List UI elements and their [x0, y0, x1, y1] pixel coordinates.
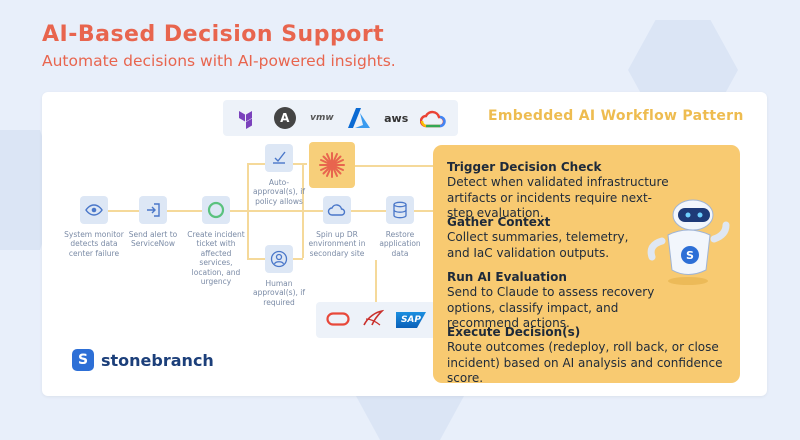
aws-icon: aws: [384, 111, 409, 125]
step-execute-decision: Execute Decision(s) Route outcomes (rede…: [447, 325, 737, 386]
restore-data-label: Restore application data: [379, 230, 421, 258]
gcp-icon: [419, 104, 447, 132]
azure-icon: [345, 104, 373, 132]
step-run-ai-evaluation: Run AI Evaluation Send to Claude to asse…: [447, 270, 687, 331]
auto-approval-node: Auto-approval(s), if policy allows: [253, 144, 305, 206]
flow-connector: [92, 210, 442, 212]
spin-up-dr-node: Spin up DR environment in secondary site: [308, 196, 366, 258]
database-provider-bar: SAP: [316, 302, 436, 338]
step-text: Collect summaries, telemetry, and IaC va…: [447, 230, 629, 260]
sap-icon: SAP: [395, 312, 426, 328]
database-icon: [386, 196, 414, 224]
send-alert-label: Send alert to ServiceNow: [128, 230, 178, 249]
human-approval-node: Human approval(s), if required: [253, 245, 305, 307]
ai-decision-hub: [309, 142, 355, 188]
step-text: Send to Claude to assess recovery option…: [447, 285, 655, 331]
svg-text:S: S: [686, 249, 694, 262]
brand-logo: S stonebranch: [72, 349, 214, 371]
step-trigger-decision-check: Trigger Decision Check Detect when valid…: [447, 160, 672, 221]
auto-approve-icon: [265, 144, 293, 172]
pattern-title: Embedded AI Workflow Pattern: [488, 108, 744, 124]
brand-name: stonebranch: [101, 350, 214, 370]
step-title: Gather Context: [447, 215, 551, 229]
spin-up-dr-label: Spin up DR environment in secondary site: [308, 230, 366, 258]
step-text: Detect when validated infrastructure art…: [447, 175, 669, 221]
person-icon: [265, 245, 293, 273]
step-title: Run AI Evaluation: [447, 270, 567, 284]
cloud-provider-bar: A vmw aws: [223, 100, 458, 136]
cloud-icon: [323, 196, 351, 224]
robot-mascot-icon: S: [638, 195, 733, 290]
step-text: Route outcomes (redeploy, roll back, or …: [447, 340, 723, 386]
flow-connector: [355, 165, 435, 167]
terraform-icon: [234, 104, 262, 132]
ticket-icon: [202, 196, 230, 224]
step-gather-context: Gather Context Collect summaries, teleme…: [447, 215, 632, 261]
step-title: Trigger Decision Check: [447, 160, 602, 174]
vmware-icon: vmw: [310, 113, 334, 123]
login-arrow-icon: [139, 196, 167, 224]
sql-server-icon: [362, 309, 385, 331]
restore-data-node: Restore application data: [374, 196, 426, 258]
create-ticket-node: Create incident ticket with affected ser…: [185, 196, 247, 286]
page-subtitle: Automate decisions with AI-powered insig…: [42, 52, 396, 70]
step-title: Execute Decision(s): [447, 325, 581, 339]
flow-connector: [302, 163, 304, 258]
page-title: AI-Based Decision Support: [42, 22, 385, 47]
ansible-letter: A: [273, 107, 296, 129]
starburst-icon: [319, 152, 345, 178]
auto-approval-label: Auto-approval(s), if policy allows: [253, 178, 305, 206]
stonebranch-logo-icon: S: [72, 349, 94, 371]
flow-connector: [247, 163, 249, 258]
ansible-icon: A: [271, 104, 299, 132]
flow-connector: [375, 260, 377, 302]
oracle-icon: [326, 311, 350, 330]
eye-icon: [80, 196, 108, 224]
create-ticket-label: Create incident ticket with affected ser…: [187, 230, 245, 286]
system-monitor-node: System monitor detects data center failu…: [58, 196, 130, 258]
system-monitor-label: System monitor detects data center failu…: [64, 230, 124, 258]
send-alert-node: Send alert to ServiceNow: [128, 196, 178, 249]
human-approval-label: Human approval(s), if required: [253, 279, 305, 307]
